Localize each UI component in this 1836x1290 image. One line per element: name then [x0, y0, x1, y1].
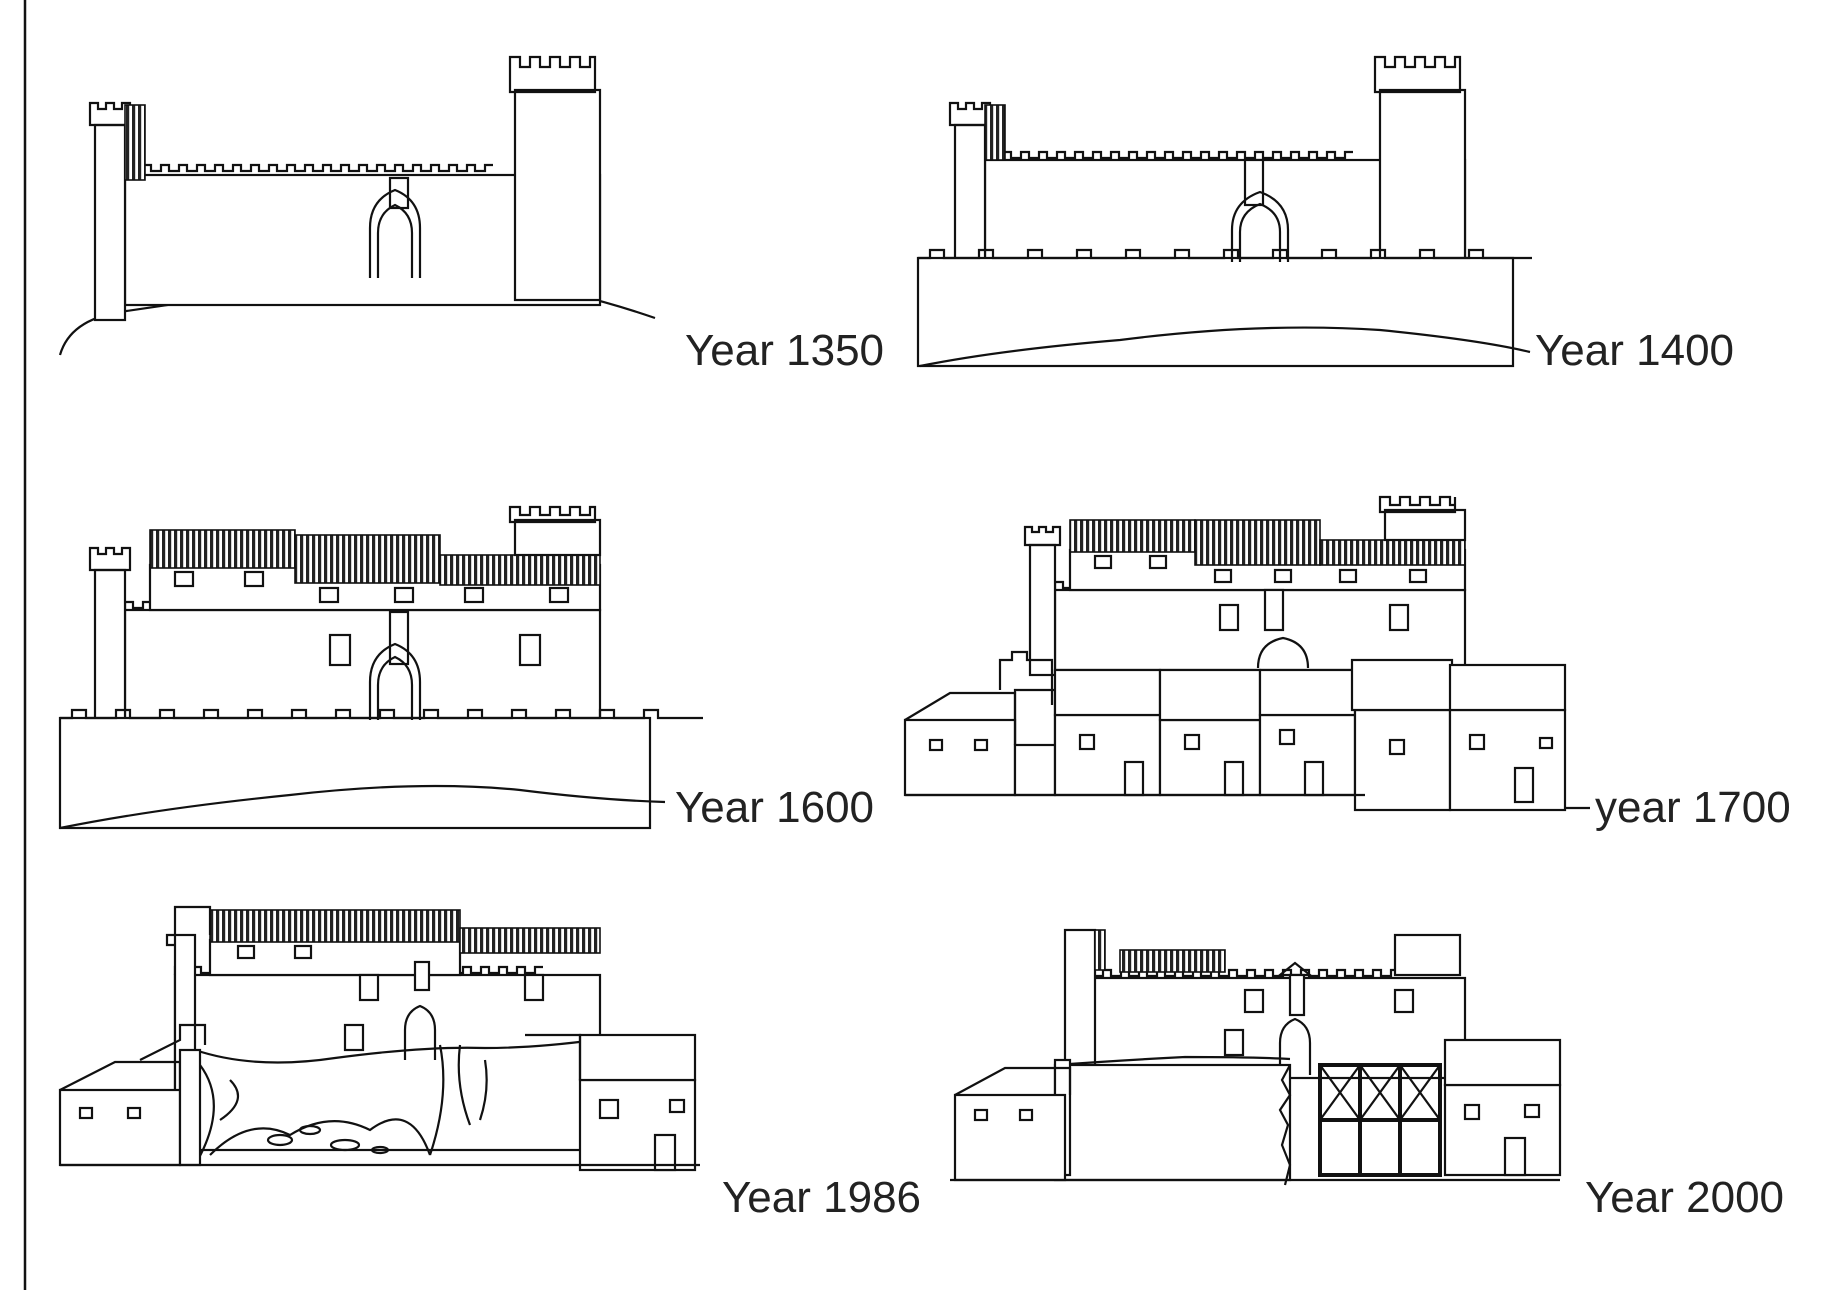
panel-year-1986: Year 1986 [58, 905, 921, 1222]
castle-1400-drawing [916, 55, 1532, 368]
label-year-1350: Year 1350 [685, 326, 884, 375]
panel-year-2000: Year 2000 [950, 928, 1784, 1222]
label-year-1400: Year 1400 [1535, 326, 1734, 375]
castle-1986-drawing [58, 905, 700, 1172]
label-year-2000: Year 2000 [1585, 1173, 1784, 1222]
label-year-1600: Year 1600 [675, 783, 874, 832]
castle-1600-drawing [58, 505, 703, 830]
panel-year-1400: Year 1400 [916, 55, 1734, 375]
panel-year-1700: year 1700 [903, 495, 1791, 832]
castle-2000-drawing [950, 928, 1562, 1186]
panel-year-1350: Year 1350 [58, 55, 884, 375]
panel-year-1600: Year 1600 [58, 505, 874, 832]
castle-1700-drawing [903, 495, 1590, 812]
scaffolding [1318, 1063, 1442, 1177]
label-year-1700: year 1700 [1595, 783, 1791, 832]
label-year-1986: Year 1986 [722, 1173, 921, 1222]
castle-1350-drawing [58, 55, 656, 356]
